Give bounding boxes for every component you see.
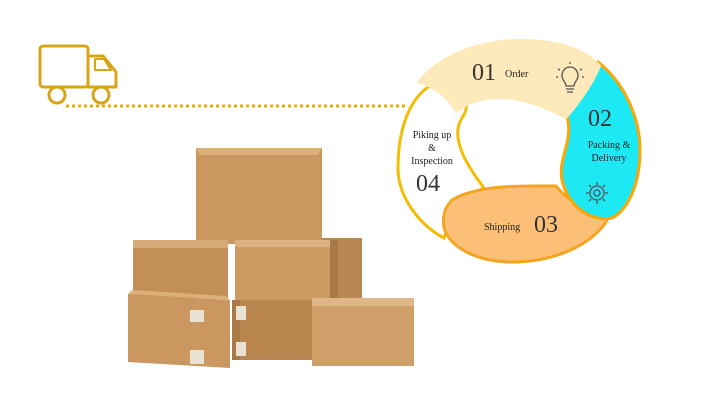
step-04-number: 04 [416,171,440,197]
step-02-label-line2: Delivery [592,153,627,164]
step-02-label-line1: Packing & [588,140,631,151]
step-03-number: 03 [534,212,558,238]
cardboard-boxes-image [128,148,414,368]
step-03-label: Shipping [484,222,520,233]
process-cycle: 01 Order 02 Packing & Delivery [398,40,640,262]
step-04-label-line2: & [428,143,436,154]
step-04-label-line1: Piking up [413,130,452,141]
step-04-label-line3: Inspection [411,156,453,167]
step-01-number: 01 [472,60,496,86]
step-02-number: 02 [588,106,612,132]
truck-icon [40,46,116,103]
step-01-label: Order [505,69,529,80]
